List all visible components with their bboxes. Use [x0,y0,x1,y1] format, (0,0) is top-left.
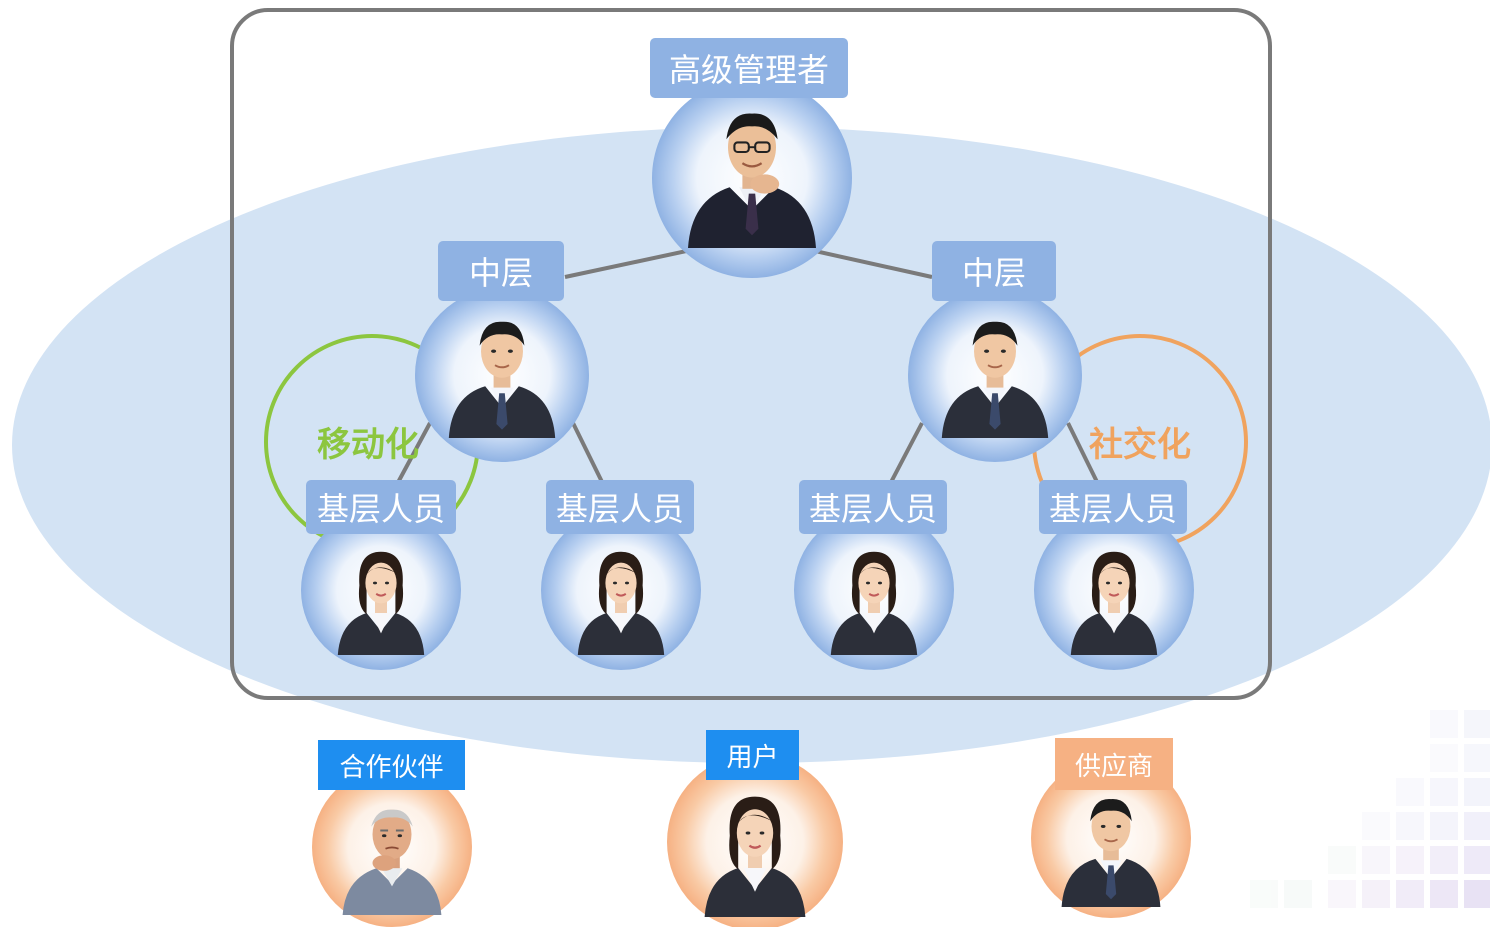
partner-tag: 合作伙伴 [318,740,465,790]
base-node-3 [794,510,954,670]
base-node-4 [1034,510,1194,670]
senior-tag: 高级管理者 [650,38,848,98]
decorative-tiles [1250,700,1490,927]
supplier-node [1031,758,1191,918]
decorative-tiles-graphic [1250,710,1490,908]
connector-middle-left-base-2 [571,422,607,489]
middle-right-node [908,288,1082,462]
connector-middle-right-base-3 [886,422,924,489]
internal-frame [230,8,1272,700]
social-label: 社交化 [1089,425,1191,465]
base-node-1 [301,510,461,670]
senior-node [652,78,852,278]
base-node-2 [541,510,701,670]
middle-left-tag: 中层 [438,241,564,301]
mobile-label: 移动化 [317,425,419,465]
middle-left-node [415,288,589,462]
user-node [667,754,843,927]
middle-right-tag: 中层 [932,241,1056,301]
partner-node [312,767,472,927]
base-tag-2: 基层人员 [546,480,694,534]
connector-middle-right-base-4 [1066,422,1102,489]
user-tag: 用户 [706,730,799,780]
supplier-tag: 供应商 [1055,738,1173,790]
base-tag-4: 基层人员 [1039,480,1187,534]
base-tag-1: 基层人员 [306,480,456,534]
base-tag-3: 基层人员 [799,480,947,534]
connector-middle-left-base-1 [393,422,432,489]
